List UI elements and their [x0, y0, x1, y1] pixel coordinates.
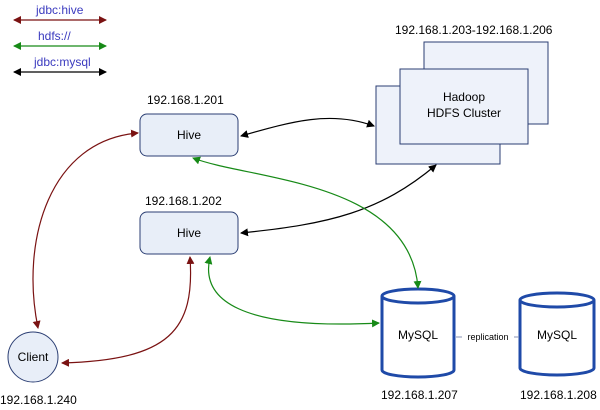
connector-hive2-cluster [240, 164, 437, 237]
mysql-2-label: MySQL [537, 328, 577, 342]
connector-client-hive1 [32, 129, 139, 329]
replication-label: replication [467, 332, 508, 342]
hadoop-cluster[interactable]: 192.168.1.203-192.168.1.206 Hadoop HDFS … [375, 23, 553, 165]
legend-hdfs-label: hdfs:// [38, 29, 71, 43]
cluster-subtitle: HDFS Cluster [427, 106, 501, 120]
legend: jdbc:hive hdfs:// jdbc:mysql [13, 3, 107, 76]
mysql-2-top [518, 291, 596, 309]
hive-2-ip: 192.168.1.202 [145, 194, 222, 208]
hive-2-label: Hive [177, 226, 201, 240]
mysql-2-ip: 192.168.1.208 [520, 388, 597, 402]
client-label: Client [18, 350, 49, 364]
mysql-1-ip: 192.168.1.207 [381, 388, 458, 402]
mysql-1-cylinder [380, 296, 456, 379]
cluster-node-front [399, 68, 529, 145]
connector-hive1-cluster [240, 117, 375, 138]
connector-hive1-mysql1 [192, 156, 422, 289]
mysql-2-cylinder [518, 300, 596, 377]
mysql-node-2[interactable]: MySQL 192.168.1.208 [518, 291, 597, 402]
replication-label-bg [462, 330, 514, 343]
client-circle [7, 331, 59, 383]
cluster-title: Hadoop [443, 90, 485, 104]
hive-1-ip: 192.168.1.201 [147, 93, 224, 107]
mysql-1-top [380, 287, 456, 305]
legend-jdbc-hive-label: jdbc:hive [35, 3, 84, 17]
connector-client-hive2 [61, 256, 195, 367]
hive-node-1[interactable]: 192.168.1.201 Hive [139, 93, 239, 157]
client-node[interactable]: Client 192.168.1.240 [0, 331, 77, 407]
legend-jdbc-mysql-label: jdbc:mysql [33, 55, 91, 69]
mysql-1-label: MySQL [398, 328, 438, 342]
mysql-node-1[interactable]: MySQL 192.168.1.207 [380, 287, 458, 402]
client-ip: 192.168.1.240 [0, 393, 77, 407]
hive-1-box [139, 113, 239, 157]
cluster-ip: 192.168.1.203-192.168.1.206 [395, 23, 553, 37]
hive-node-2[interactable]: 192.168.1.202 Hive [139, 194, 239, 255]
hive-1-label: Hive [177, 128, 201, 142]
connector-hive2-mysql1 [204, 256, 380, 328]
